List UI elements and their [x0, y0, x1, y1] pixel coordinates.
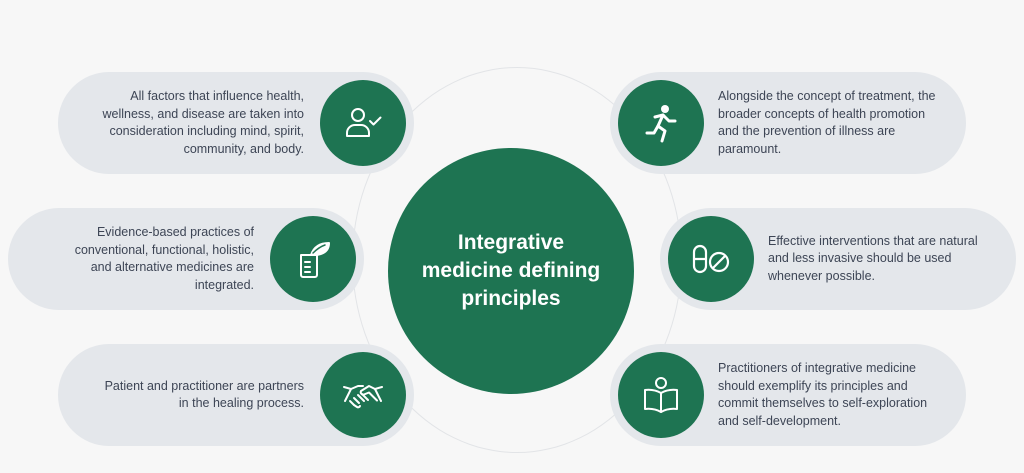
principle-text: Alongside the concept of treatment, the …	[718, 89, 936, 156]
center-title: Integrative medicine defining principles	[421, 231, 601, 310]
principle-text: Practitioners of integrative medicine sh…	[718, 361, 928, 428]
principle-partnership: Patient and practitioner are partners in…	[58, 344, 414, 446]
principle-natural-interventions: Effective interventions that are natural…	[660, 208, 1016, 310]
principle-health-promotion: Alongside the concept of treatment, the …	[610, 72, 966, 174]
principle-holistic-factors: All factors that influence health, welln…	[58, 72, 414, 174]
principle-evidence-based: Evidence-based practices of conventional…	[8, 208, 364, 310]
principle-self-development: Practitioners of integrative medicine sh…	[610, 344, 966, 446]
pills-icon	[668, 216, 754, 302]
running-person-icon	[618, 80, 704, 166]
person-check-icon	[320, 80, 406, 166]
principle-text: All factors that influence health, welln…	[102, 89, 304, 156]
handshake-icon	[320, 352, 406, 438]
principle-text: Effective interventions that are natural…	[768, 233, 978, 283]
principle-text: Evidence-based practices of conventional…	[74, 225, 254, 292]
reading-person-icon	[618, 352, 704, 438]
center-circle: Integrative medicine defining principles	[388, 148, 634, 394]
mortar-herb-icon	[270, 216, 356, 302]
principle-text: Patient and practitioner are partners in…	[104, 378, 304, 411]
